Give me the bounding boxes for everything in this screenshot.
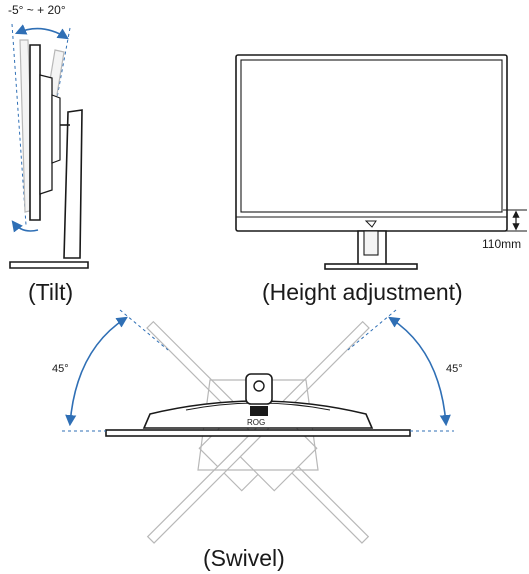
tilt-stand-neck	[63, 109, 83, 259]
tilt-arc-arrow	[14, 24, 69, 40]
tilt-panel	[29, 44, 41, 221]
logo-mark	[364, 220, 377, 228]
tilt-bottom-arc	[11, 220, 39, 233]
tilt-range-label: -5° ~ + 20°	[8, 3, 66, 17]
height-illustration: 110mm (Height adjustment)	[235, 54, 527, 305]
tilt-base	[9, 261, 89, 269]
height-base	[324, 263, 418, 270]
swivel-illustration: ROG 45° 45° (Swivel)	[52, 309, 463, 571]
monitor-screen	[240, 59, 503, 213]
swivel-caption: (Swivel)	[203, 545, 285, 571]
height-caption: (Height adjustment)	[262, 279, 463, 305]
swivel-arc-right	[388, 316, 451, 427]
swivel-base-outline	[197, 379, 319, 471]
swivel-left-angle: 45°	[52, 363, 69, 375]
swivel-panel	[105, 429, 411, 437]
swivel-arc-left	[65, 316, 128, 427]
swivel-stand-text: ROG	[247, 418, 265, 427]
swivel-right-angle: 45°	[446, 363, 463, 375]
tilt-illustration: -5° ~ + 20° (Tilt)	[8, 3, 89, 305]
height-travel-label: 110mm	[482, 237, 521, 251]
tilt-caption: (Tilt)	[28, 279, 73, 305]
